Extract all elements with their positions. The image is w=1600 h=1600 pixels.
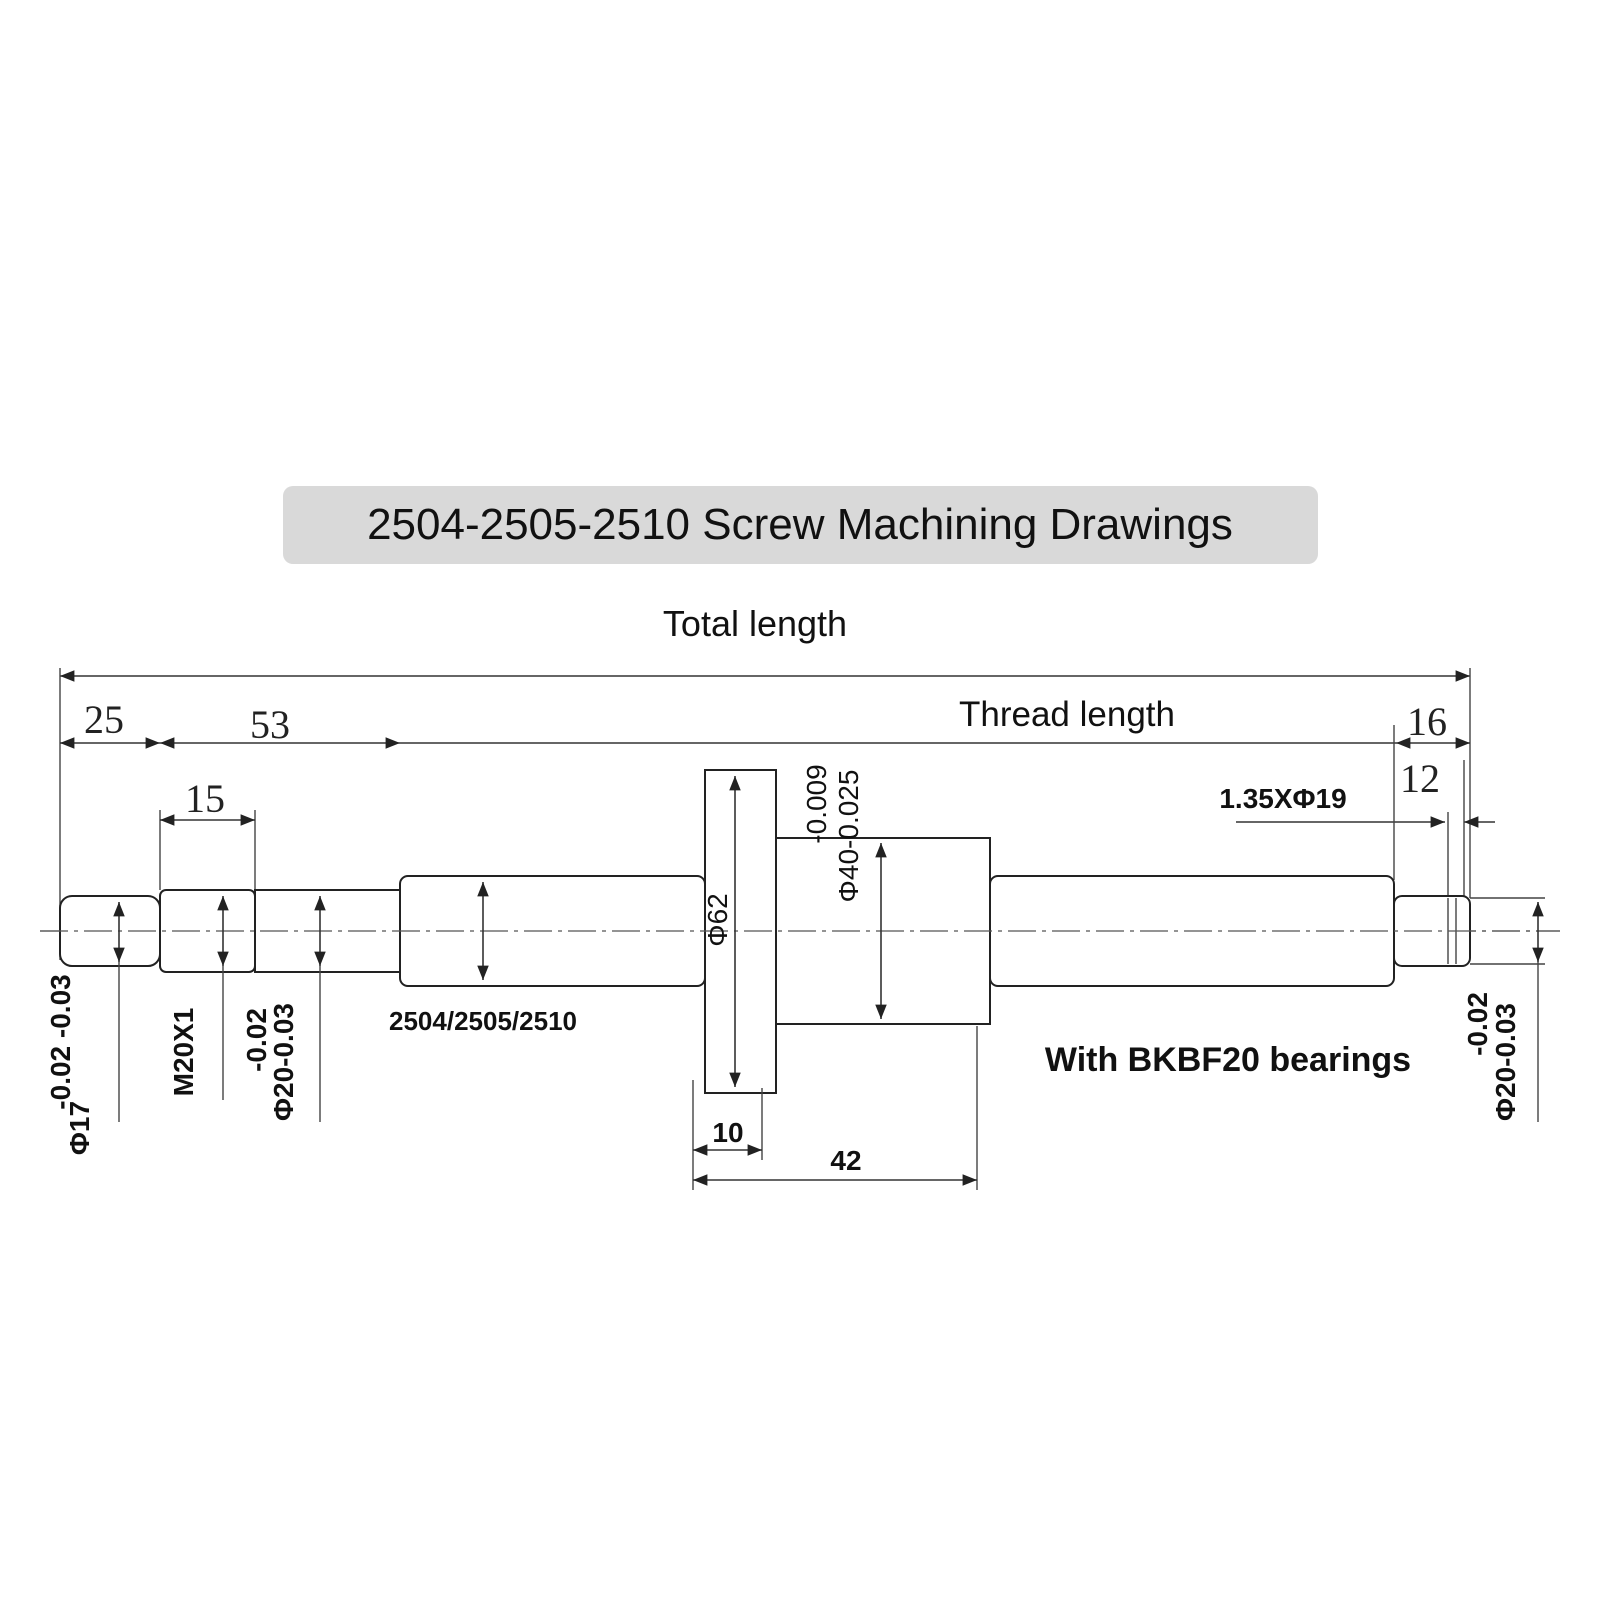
dim-25-text: 25: [84, 697, 124, 742]
model-label: 2504/2505/2510: [389, 1006, 577, 1036]
m20-text: M20X1: [168, 1008, 199, 1097]
dim-15-text: 15: [185, 776, 225, 821]
dim-10-text: 10: [712, 1117, 743, 1148]
phi17-text: Φ17: [64, 1101, 95, 1155]
total-length-label: Total length: [663, 603, 847, 644]
phi20-left-tolerance-text: -0.02: [241, 1008, 272, 1072]
page-title: 2504-2505-2510 Screw Machining Drawings: [367, 500, 1233, 549]
phi17-tolerance-text: -0.02 -0.03: [45, 974, 76, 1109]
dim-53-text: 53: [250, 702, 290, 747]
dim-12-text: 12: [1400, 756, 1440, 801]
phi40-text: Φ40-0.025: [833, 770, 864, 903]
phi62-text: Φ62: [702, 893, 733, 946]
dim-16-text: 16: [1407, 699, 1447, 744]
bearings-label: With BKBF20 bearings: [1045, 1041, 1411, 1079]
dim-42-text: 42: [830, 1145, 861, 1176]
title-bar: [283, 486, 1318, 564]
phi20-right-tolerance-text: -0.02: [1462, 992, 1493, 1056]
groove-label: 1.35XΦ19: [1219, 783, 1346, 814]
thread-length-label: Thread length: [959, 695, 1175, 734]
phi40-tolerance-text: -0.009: [801, 764, 832, 843]
phi20-left-text: Φ20-0.03: [268, 1003, 299, 1121]
phi20-right-text: Φ20-0.03: [1490, 1003, 1521, 1121]
